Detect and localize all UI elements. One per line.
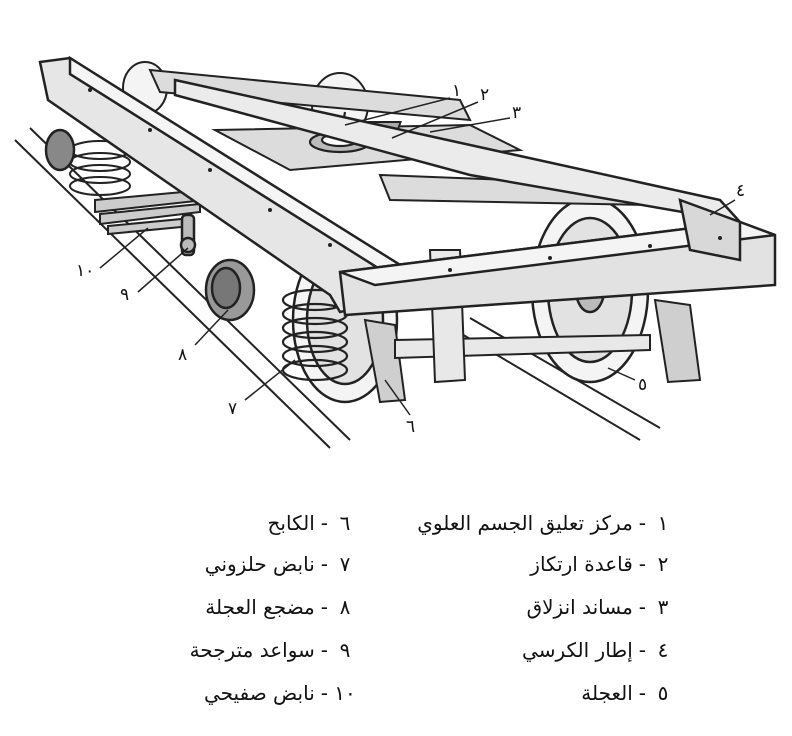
legend-text: العجلة <box>581 681 633 705</box>
legend-item-6: ٦-الكابح <box>268 510 356 536</box>
callout-3: ٣ <box>512 103 521 123</box>
legend-sep: - <box>638 681 646 705</box>
legend-sep: - <box>320 595 328 619</box>
callout-1: ١ <box>452 81 461 101</box>
legend-item-7: ٧-نابض حلزوني <box>205 551 356 577</box>
legend-num: ٩ <box>339 638 351 662</box>
legend-sep: - <box>320 511 328 535</box>
callout-8: ٨ <box>178 345 187 365</box>
callout-5: ٥ <box>638 375 647 395</box>
callout-4: ٤ <box>736 181 745 201</box>
legend-num: ٥ <box>657 681 669 705</box>
legend-sep: - <box>638 511 646 535</box>
legend-num: ١٠ <box>334 681 356 705</box>
callout-9: ٩ <box>120 285 129 305</box>
swing-links <box>179 213 197 257</box>
legend-num: ٨ <box>339 595 351 619</box>
axle-box <box>44 128 256 322</box>
legend-item-9: ٩-سواعد مترجحة <box>190 637 356 663</box>
rivets <box>88 88 722 272</box>
legend-item-3: ٣-مساند انزلاق <box>527 594 674 620</box>
callout-6: ٦ <box>406 417 415 437</box>
legend-sep: - <box>320 552 328 576</box>
legend-text: مركز تعليق الجسم العلوي <box>417 511 633 535</box>
leader-lines <box>99 97 736 416</box>
legend-text: إطار الكرسي <box>522 638 633 662</box>
legend-text: قاعدة ارتكاز <box>530 552 633 576</box>
legend-text: الكابح <box>267 511 315 535</box>
legend-num: ٢ <box>657 552 669 576</box>
legend-item-2: ٢-قاعدة ارتكاز <box>530 551 674 577</box>
legend-sep: - <box>638 552 646 576</box>
legend-item-4: ٤-إطار الكرسي <box>522 637 674 663</box>
legend-sep: - <box>320 638 328 662</box>
legend-text: نابض حلزوني <box>204 552 315 576</box>
legend-num: ٣ <box>657 595 669 619</box>
legend-text: مساند انزلاق <box>526 595 633 619</box>
legend-item-5: ٥-العجلة <box>581 680 674 706</box>
callout-7: ٧ <box>228 399 237 419</box>
legend-num: ٤ <box>657 638 669 662</box>
callout-2: ٢ <box>480 85 489 105</box>
legend-item-10: ١٠-نابض صفيحي <box>204 680 356 706</box>
legend-item-8: ٨-مضجع العجلة <box>205 594 356 620</box>
legend-sep: - <box>320 681 328 705</box>
legend-num: ٦ <box>339 511 351 535</box>
front-coil-spring <box>281 288 349 382</box>
legend-item-1: ١-مركز تعليق الجسم العلوي <box>417 510 674 536</box>
legend-text: نابض صفيحي <box>203 681 315 705</box>
legend-num: ٧ <box>339 552 351 576</box>
legend-text: سواعد مترجحة <box>189 638 315 662</box>
callout-labels: ١ ٢ ٣ ٤ ٥ ٦ ٧ ٨ ٩ ١٠ <box>76 81 745 437</box>
right-side-frame <box>173 78 744 262</box>
legend-text: مضجع العجلة <box>205 595 315 619</box>
callout-10: ١٠ <box>76 261 94 281</box>
legend-sep: - <box>638 638 646 662</box>
bogie-illustration: ١ ٢ ٣ ٤ ٥ ٦ ٧ ٨ ٩ ١٠ <box>14 55 777 449</box>
legend-num: ١ <box>657 511 669 535</box>
legend-sep: - <box>638 595 646 619</box>
